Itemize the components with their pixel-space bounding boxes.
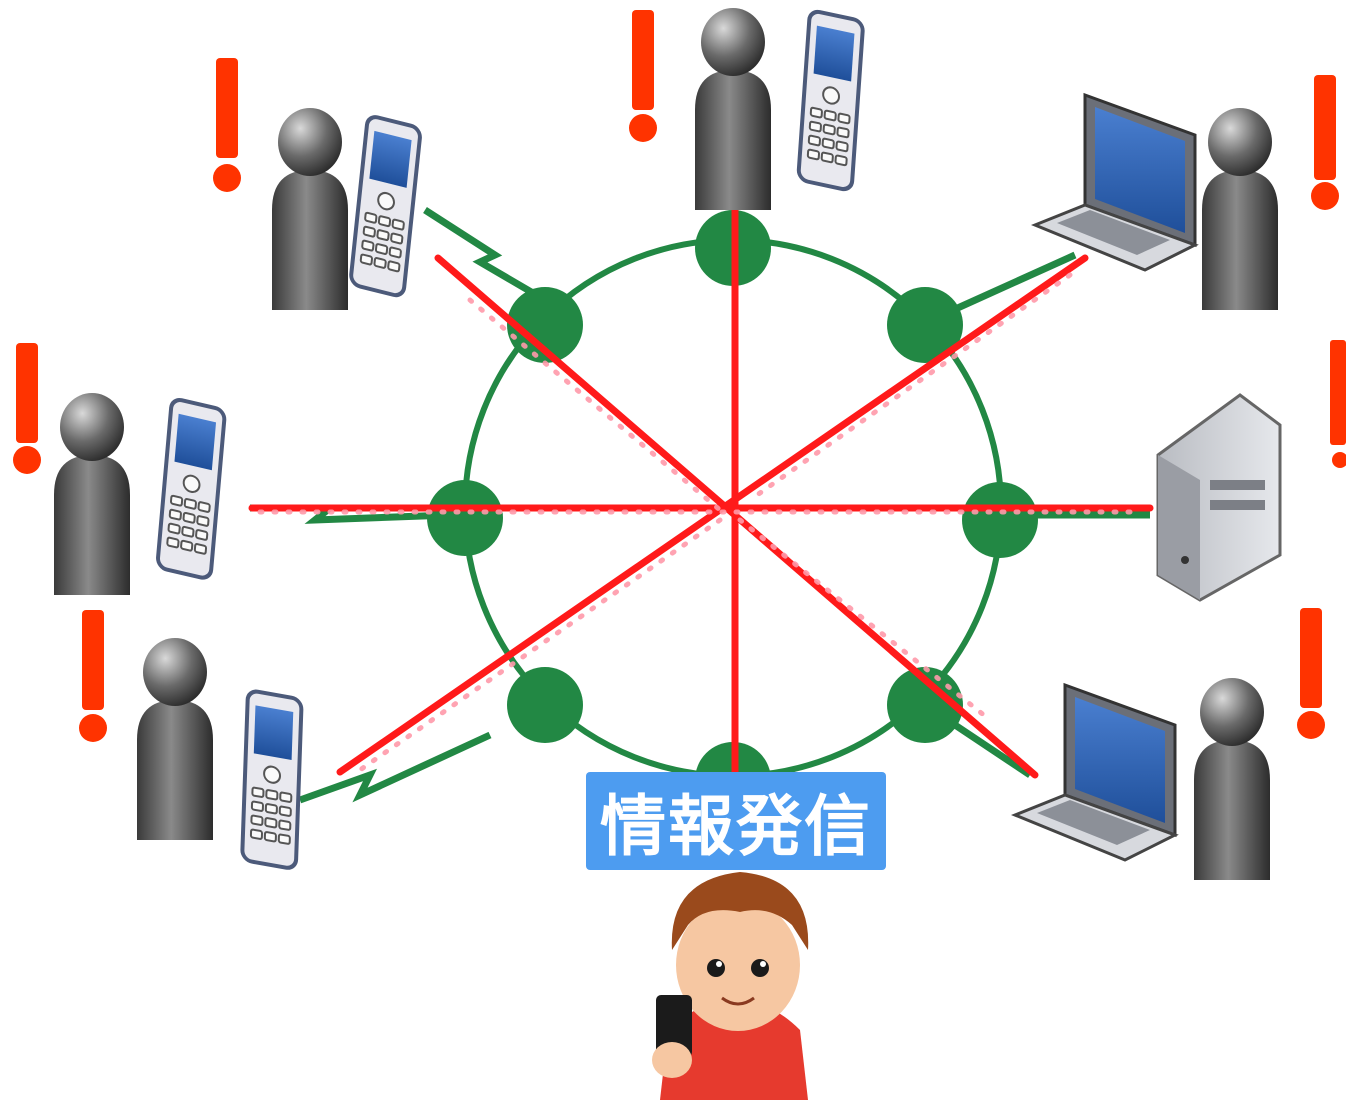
broadcast-lines xyxy=(248,206,1154,779)
center-label-box: 情報発信 xyxy=(586,772,886,870)
broadcast-dots xyxy=(257,272,1143,773)
alert-mark-icon xyxy=(1330,340,1346,468)
alert-mark-icon xyxy=(79,610,107,742)
node-left xyxy=(427,480,503,556)
alert-mark-icon xyxy=(1297,608,1325,739)
ring-network xyxy=(250,207,1150,818)
center-label: 情報発信 xyxy=(600,788,872,865)
node-bottom-left xyxy=(507,667,583,743)
alert-mark-icon xyxy=(1311,75,1339,210)
user-with-phone-icon xyxy=(137,638,302,869)
node-bottom-right xyxy=(887,667,963,743)
alert-mark-icon xyxy=(213,58,241,192)
alert-marks xyxy=(13,10,1346,742)
ring-nodes xyxy=(427,210,1038,818)
node-right xyxy=(962,482,1038,558)
user-with-laptop-icon xyxy=(1033,93,1278,310)
alert-mark-icon xyxy=(13,343,41,474)
broadcaster-with-smartphone-icon xyxy=(652,872,809,1100)
user-with-phone-icon xyxy=(695,8,866,210)
node-top-right xyxy=(887,287,963,363)
server-icon xyxy=(1156,393,1282,602)
alert-mark-icon xyxy=(629,10,657,142)
user-with-laptop-icon xyxy=(1013,678,1270,880)
user-with-phone-icon xyxy=(54,393,228,595)
user-with-phone-icon xyxy=(272,108,424,310)
